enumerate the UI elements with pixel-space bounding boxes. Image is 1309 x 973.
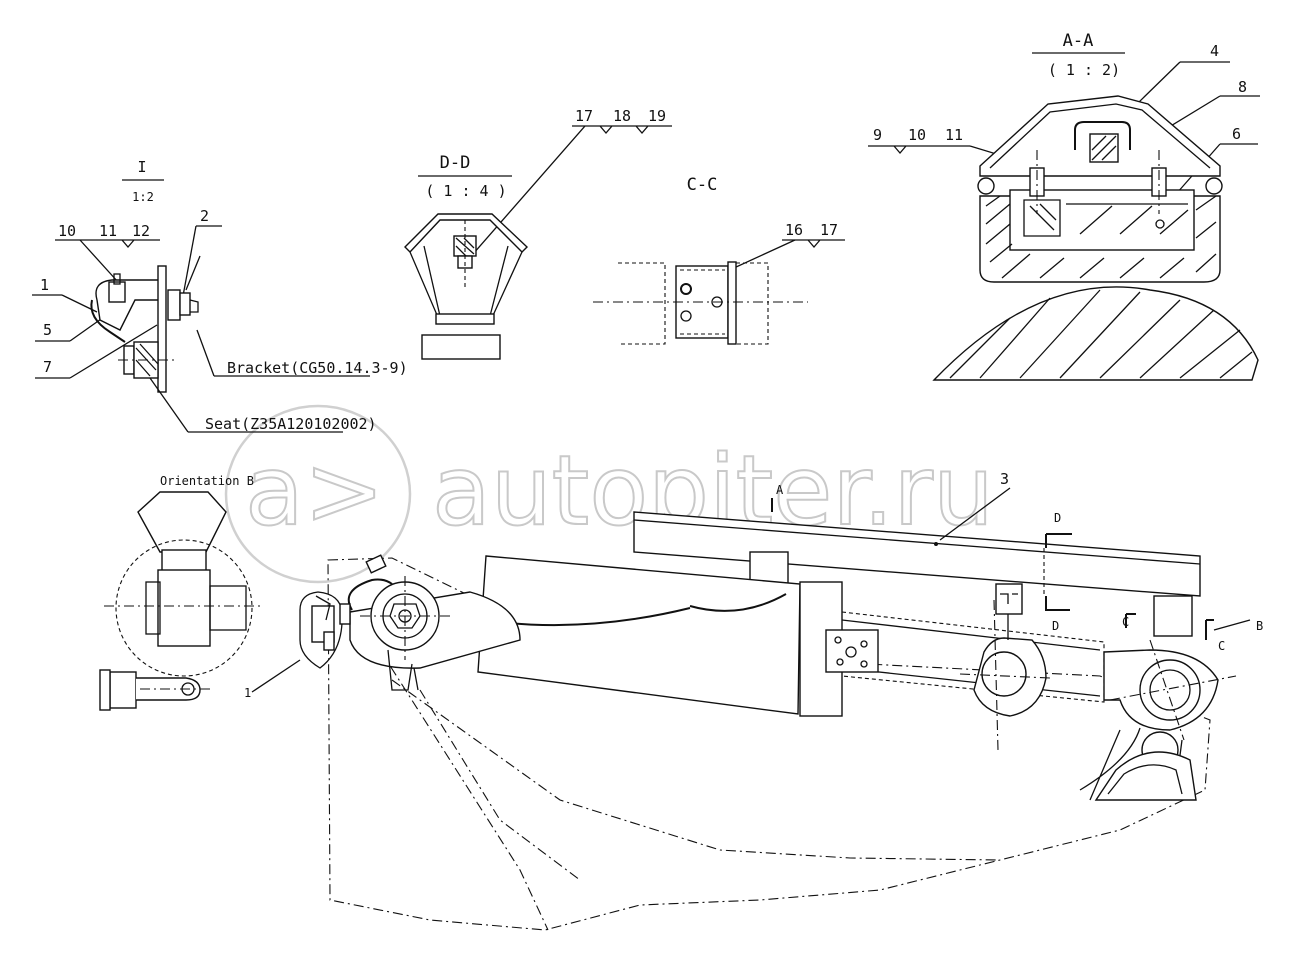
callout-1: 1 — [40, 276, 49, 294]
section-dd-scale: ( 1 : 4 ) — [425, 182, 506, 200]
section-dd: D-D ( 1 : 4 ) 17 18 19 — [404, 107, 672, 360]
section-aa: A-A ( 1 : 2) 4 8 9 10 11 6 — [868, 31, 1260, 381]
callout-16-cc: 16 — [785, 221, 803, 239]
callout-5: 5 — [43, 321, 52, 339]
detail-i-scale: 1:2 — [132, 190, 154, 204]
callout-6-aa: 6 — [1232, 125, 1241, 143]
callout-4-aa: 4 — [1210, 42, 1219, 60]
callout-8-aa: 8 — [1238, 78, 1247, 96]
section-mark-a-top: A — [776, 483, 784, 497]
callout-10-aa: 10 — [908, 126, 926, 144]
callout-12: 12 — [132, 222, 150, 240]
callout-2: 2 — [200, 207, 209, 225]
section-aa-scale: ( 1 : 2) — [1048, 61, 1120, 79]
section-mark-d-bottom: D — [1052, 619, 1059, 633]
section-cc: C-C 16 17 — [593, 175, 845, 345]
callout-17-dd: 17 — [575, 107, 593, 125]
callout-7: 7 — [43, 358, 52, 376]
section-cc-title: C-C — [687, 175, 718, 195]
main-view: 3 A A D D C C B — [244, 470, 1263, 931]
section-mark-b: B — [1256, 619, 1263, 633]
callout-3: 3 — [1000, 470, 1009, 488]
callout-11: 11 — [99, 222, 117, 240]
section-mark-c-right: C — [1218, 639, 1225, 653]
watermark-mark: a> — [245, 435, 384, 547]
section-aa-title: A-A — [1063, 31, 1094, 51]
callout-19-dd: 19 — [648, 107, 666, 125]
detail-i: I 1:2 10 11 12 2 1 5 7 — [32, 158, 408, 433]
seat-label: Seat(Z35A120102002) — [205, 415, 377, 433]
callout-9-aa: 9 — [873, 126, 882, 144]
callout-18-dd: 18 — [613, 107, 631, 125]
bracket-label: Bracket(CG50.14.3-9) — [227, 359, 408, 377]
callout-10: 10 — [58, 222, 76, 240]
section-mark-c-left: C — [1122, 615, 1129, 629]
orientation-title: Orientation B — [160, 474, 254, 488]
section-dd-title: D-D — [440, 153, 471, 173]
callout-11-aa: 11 — [945, 126, 963, 144]
detail-i-title: I — [137, 158, 146, 176]
section-mark-d-top: D — [1054, 511, 1061, 525]
orientation-b: Orientation B — [99, 474, 262, 711]
callout-1-main: 1 — [244, 686, 251, 700]
callout-17-cc: 17 — [820, 221, 838, 239]
